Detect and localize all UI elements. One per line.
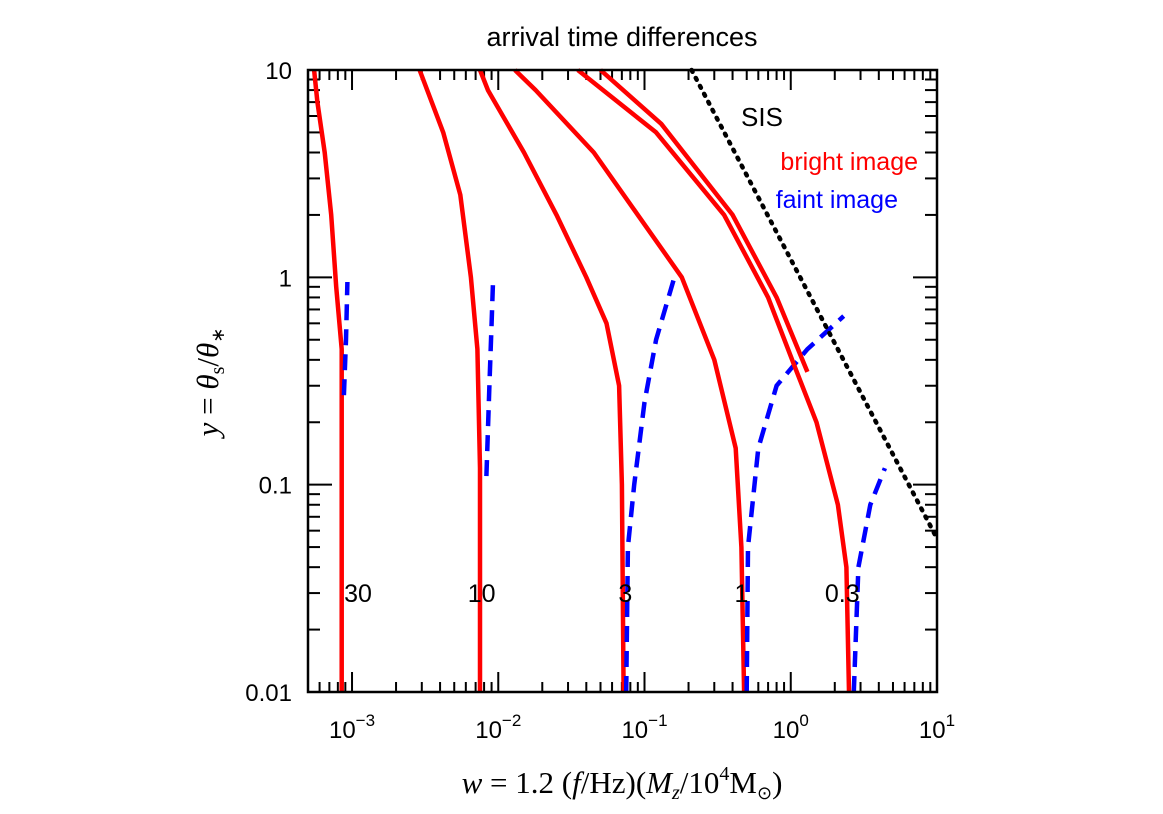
x-tick-label: 10−1 — [621, 711, 667, 744]
bright-curve-0-3 — [576, 68, 852, 693]
bright-curve-30 — [311, 69, 344, 692]
y-tick-label: 1 — [279, 265, 292, 292]
bright-curve-3 — [477, 69, 626, 693]
bright-curve-1 — [513, 68, 747, 693]
curve-label: 1 — [734, 580, 748, 608]
curve-label: 3 — [618, 580, 632, 608]
series-layer — [311, 67, 940, 693]
curve-annotations: 30 10 3 1 0.3 — [344, 580, 859, 608]
legend-bright-image: bright image — [780, 148, 918, 176]
curve-label: 0.3 — [825, 580, 860, 608]
y-tick-label: 10 — [265, 58, 292, 85]
bright-curve-upper — [599, 68, 810, 373]
legend-faint-image: faint image — [776, 186, 898, 214]
bright-curve-10 — [417, 69, 483, 692]
faint-curve-1 — [744, 314, 846, 693]
faint-curve-0-3 — [851, 467, 887, 693]
x-tick-label: 10−3 — [329, 711, 375, 744]
x-tick-label: 100 — [773, 711, 809, 744]
faint-curve-30 — [341, 281, 350, 396]
legend-title: SIS — [741, 102, 783, 132]
curve-label: 10 — [468, 580, 496, 608]
x-tick-label: 10−2 — [475, 711, 521, 744]
limit-curve-upper-limit — [689, 67, 940, 541]
curve-label: 30 — [344, 580, 372, 608]
faint-curve-3 — [623, 276, 677, 693]
y-tick-label: 0.1 — [259, 473, 292, 500]
plot-frame — [306, 68, 939, 694]
chart-title: arrival time differences — [486, 22, 757, 52]
legend: SIS bright image faint image — [741, 102, 918, 214]
x-tick-label: 101 — [919, 711, 955, 744]
y-axis-label: y = θs/θ∗ — [190, 328, 229, 440]
y-tick-label: 0.01 — [245, 680, 292, 707]
x-axis-label: w = 1.2 (f/Hz)(Mz/104M⊙) — [462, 763, 783, 804]
faint-curve-10 — [484, 281, 496, 477]
